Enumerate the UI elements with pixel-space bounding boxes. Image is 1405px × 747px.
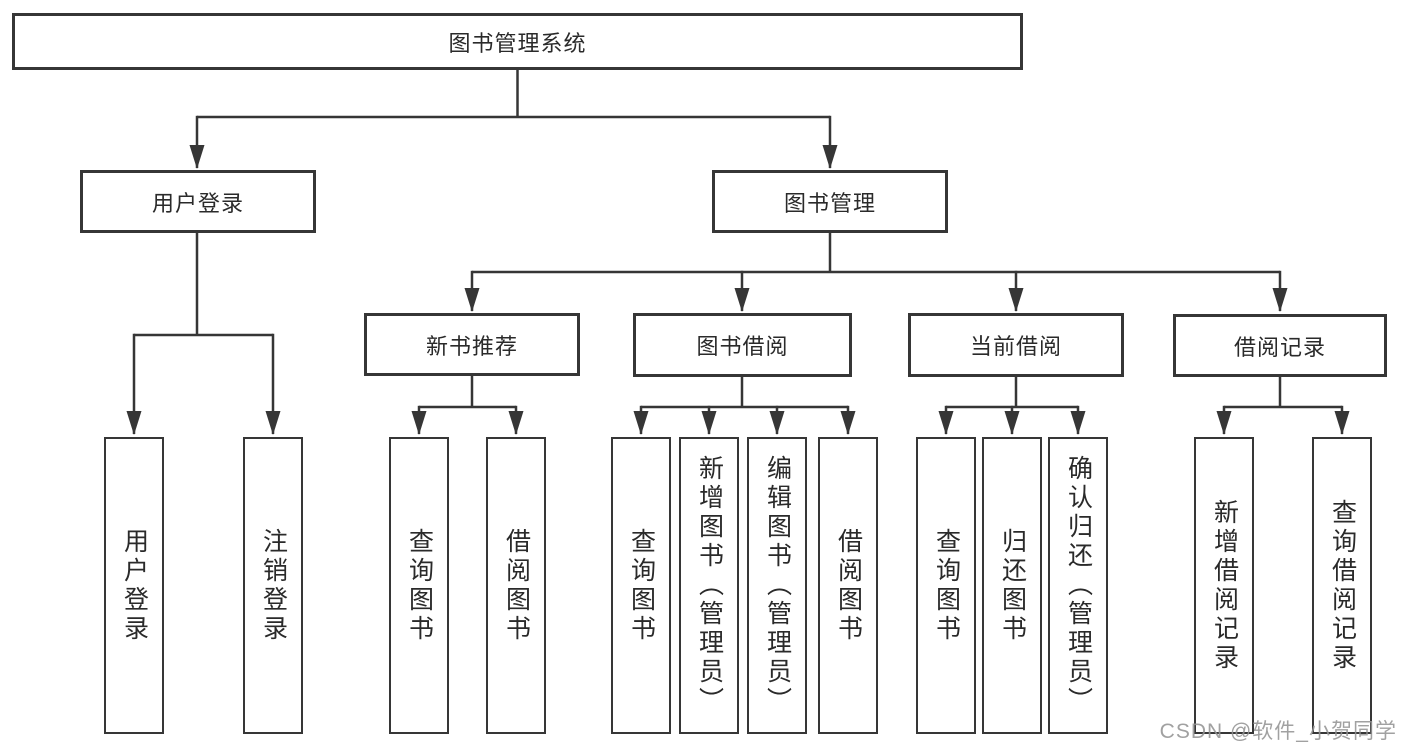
leaf-user-login: 用户登录 (104, 437, 164, 734)
node-label: 图书管理系统 (448, 30, 587, 56)
node-label: 查询借阅记录 (1328, 498, 1357, 673)
leaf-cb-return-books: 归还图书 (982, 437, 1042, 734)
csdn-watermark: CSDN @软件_小贺同学 (1159, 720, 1397, 743)
node-book-management: 图书管理 (712, 170, 948, 233)
node-current-borrow: 当前借阅 (908, 313, 1124, 377)
node-label: 查询图书 (405, 527, 434, 644)
leaf-cb-query-books: 查询图书 (916, 437, 976, 734)
leaf-bb-edit-books-admin: 编辑图书（管理员） (747, 437, 807, 734)
node-label: 查询图书 (627, 527, 656, 644)
node-label: 新增图书（管理员） (695, 455, 724, 716)
leaf-cb-confirm-return-admin: 确认归还（管理员） (1048, 437, 1108, 734)
leaf-bb-borrow-books: 借阅图书 (818, 437, 878, 734)
node-label: 当前借阅 (969, 334, 1062, 359)
leaf-br-query-record: 查询借阅记录 (1312, 437, 1372, 734)
leaf-bb-add-books-admin: 新增图书（管理员） (679, 437, 739, 734)
node-label: 借阅记录 (1233, 334, 1326, 360)
node-label: 新书推荐 (425, 333, 518, 359)
node-label: 图书管理 (783, 190, 876, 216)
node-label: 归还图书 (998, 527, 1027, 644)
node-library-system: 图书管理系统 (12, 13, 1023, 70)
node-label: 新增借阅记录 (1210, 498, 1239, 673)
node-borrow-records: 借阅记录 (1173, 314, 1387, 377)
leaf-br-add-record: 新增借阅记录 (1194, 437, 1254, 734)
node-label: 借阅图书 (834, 527, 863, 644)
node-label: 借阅图书 (502, 527, 531, 644)
node-book-borrow: 图书借阅 (633, 313, 852, 377)
node-label: 查询图书 (932, 527, 961, 644)
leaf-nb-query-books: 查询图书 (389, 437, 449, 734)
node-label: 用户登录 (151, 190, 244, 216)
node-new-book-recommend: 新书推荐 (364, 313, 580, 376)
node-label: 编辑图书（管理员） (763, 455, 792, 716)
node-label: 图书借阅 (696, 334, 789, 359)
node-label: 用户登录 (120, 527, 149, 644)
node-user-login: 用户登录 (80, 170, 316, 233)
leaf-logout: 注销登录 (243, 437, 303, 734)
leaf-bb-query-books: 查询图书 (611, 437, 671, 734)
node-label: 注销登录 (259, 527, 288, 644)
node-label: 确认归还（管理员） (1064, 455, 1093, 716)
leaf-nb-borrow-books: 借阅图书 (486, 437, 546, 734)
